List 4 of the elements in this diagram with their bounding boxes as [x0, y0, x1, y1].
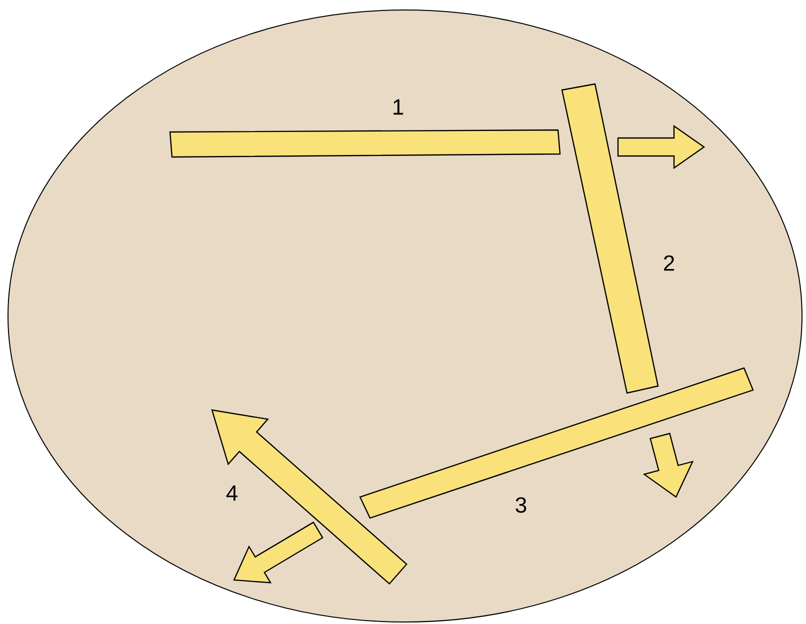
step-number: 2	[664, 255, 674, 271]
step-number: 1	[394, 99, 404, 115]
step-number: 3	[516, 497, 526, 513]
step-number: 4	[226, 485, 238, 501]
